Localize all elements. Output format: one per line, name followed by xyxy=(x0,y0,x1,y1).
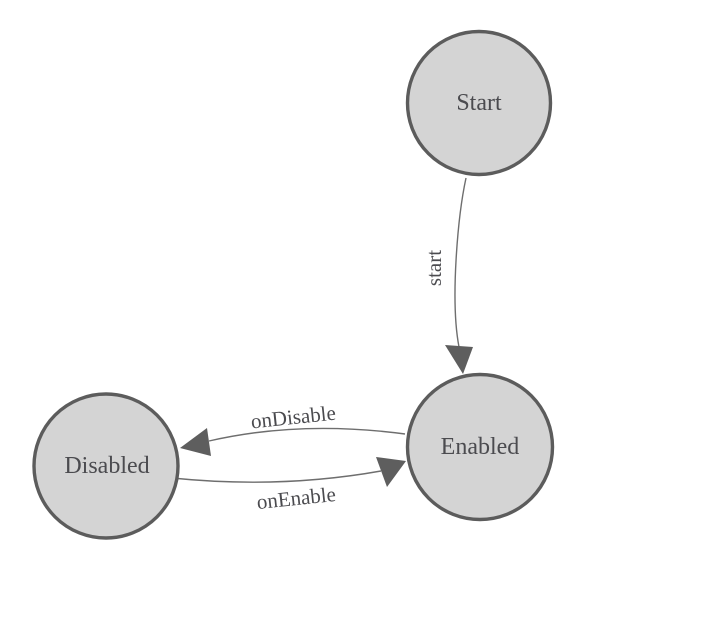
edge-label-start: start xyxy=(422,250,446,286)
state-node-start: Start xyxy=(405,29,553,177)
state-circle-disabled[interactable] xyxy=(32,392,180,540)
arrowhead-icon xyxy=(445,345,473,374)
state-circle-enabled[interactable] xyxy=(405,372,555,522)
arrowhead-icon xyxy=(180,428,211,456)
edge-line-ondisable[interactable] xyxy=(208,427,406,442)
state-node-disabled: Disabled xyxy=(32,392,180,540)
edge-enabled-to-disabled: onDisable xyxy=(180,401,406,456)
edge-disabled-to-enabled: onEnable xyxy=(171,457,406,514)
edge-line-start[interactable] xyxy=(454,177,467,348)
edge-start-to-enabled: start xyxy=(422,177,473,374)
state-node-enabled: Enabled xyxy=(405,372,555,522)
edge-line-onenable[interactable] xyxy=(171,470,382,483)
state-circle-start[interactable] xyxy=(405,29,553,177)
edge-label-onenable: onEnable xyxy=(256,482,337,514)
arrowhead-icon xyxy=(376,457,406,487)
